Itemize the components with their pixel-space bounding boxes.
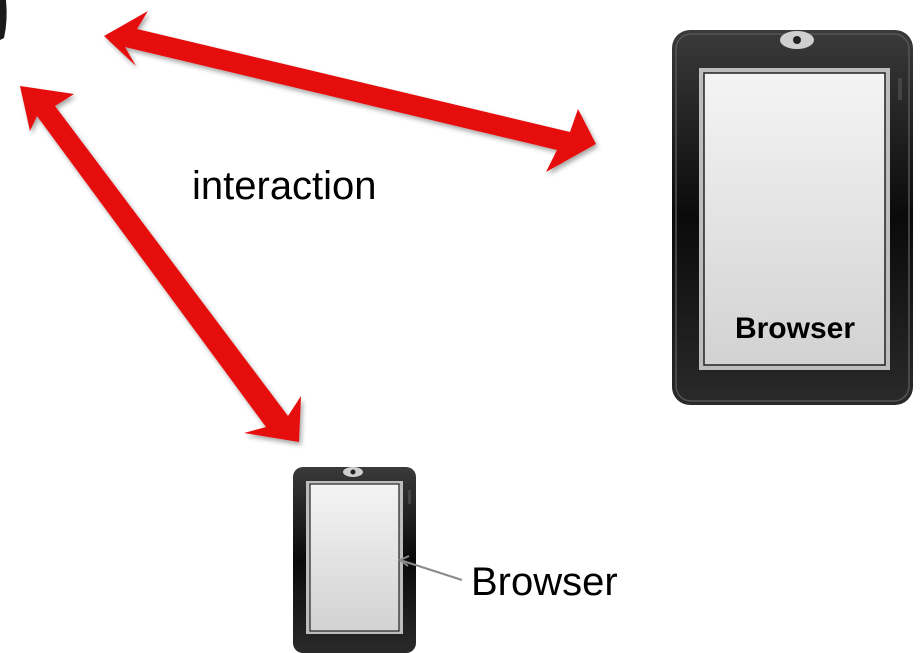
large-device-browser-label: Browser [734,312,856,345]
interaction-label: interaction [192,164,377,208]
offscreen-device-edge [0,0,7,40]
large-tablet [672,30,913,405]
large-tablet-screen [703,72,886,366]
callout-arrowhead [398,555,410,567]
small-device [293,467,416,653]
small-device-screen [309,483,400,632]
arrow-to-large-tablet [104,11,596,172]
arrow-to-small-device [20,86,301,442]
small-device-browser-label: Browser [471,560,618,604]
callout-line [399,559,463,581]
